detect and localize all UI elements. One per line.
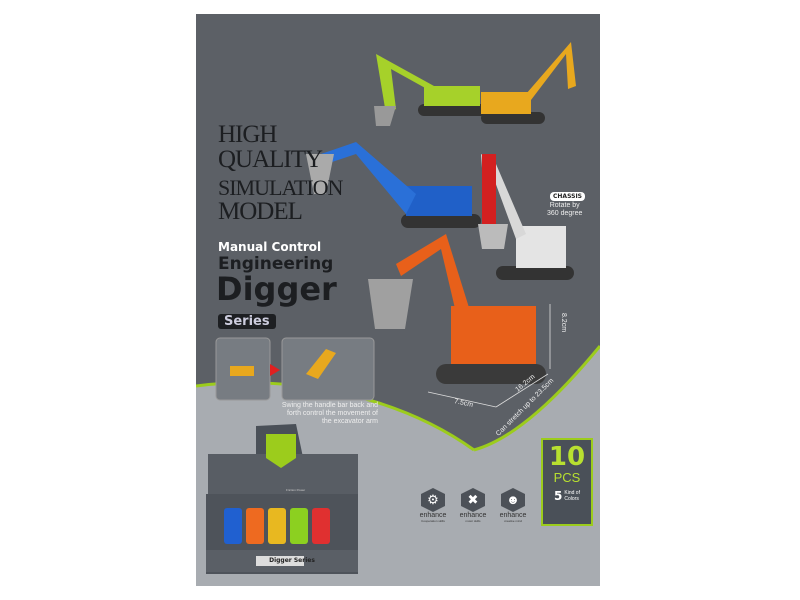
excavator-yellow	[481, 42, 576, 124]
forklift-icon: ⚙	[421, 488, 445, 512]
feature-creative: ☻ enhance creative mind	[498, 488, 528, 523]
engineering-label: Engineering	[218, 254, 334, 274]
excavator-white-red	[478, 154, 574, 280]
instruction-line-2: forth control the movement of	[286, 410, 378, 417]
series-badge: Series	[218, 314, 276, 329]
headline-simulation: SIMULATION	[218, 175, 343, 200]
feature-cooperation: ⚙ enhance Cooperation skills	[418, 488, 448, 523]
feature-title: enhance	[499, 512, 527, 519]
kinds-text-2: Colors	[564, 496, 579, 502]
chassis-badge: CHASSIS	[550, 192, 585, 201]
chassis-rotate-text: Rotate by 360 degree	[547, 202, 582, 218]
headline-high: HIGH	[218, 121, 277, 148]
chassis-text-1: Rotate by	[549, 202, 580, 209]
digger-label: Digger	[216, 270, 337, 308]
pack-unit: PCS	[553, 470, 581, 485]
headline-quality: QUALITY	[218, 146, 323, 173]
instruction-line-1: Swing the handle bar back and	[281, 402, 378, 409]
brain-gear-icon: ☻	[501, 488, 525, 512]
kinds-number: 5	[554, 489, 563, 503]
feature-subtitle: motor skills	[465, 519, 481, 523]
feature-title: enhance	[459, 512, 487, 519]
poster-background	[196, 14, 600, 574]
feature-title: enhance	[419, 512, 447, 519]
instruction-text: Swing the handle bar back and forth cont…	[254, 402, 378, 426]
chassis-text-2: 360 degree	[547, 210, 583, 217]
headline-model: MODEL	[218, 198, 303, 225]
feature-subtitle: creative mind	[504, 519, 522, 523]
feature-subtitle: Cooperation skills	[421, 519, 445, 523]
feature-motor: ✖ enhance motor skills	[458, 488, 488, 523]
display-box-caption: Friction Power	[286, 488, 306, 492]
kinds-text-1: Kind of	[564, 490, 580, 496]
excavator-green	[374, 54, 488, 126]
manual-control-label: Manual Control	[218, 240, 322, 254]
feature-list: ⚙ enhance Cooperation skills ✖ enhance m…	[418, 488, 528, 523]
excavator-orange	[368, 234, 546, 384]
excavator-blue	[306, 142, 481, 228]
pack-count: 10	[548, 442, 586, 472]
product-poster: HIGH QUALITY SIMULATION MODEL Manual Con…	[196, 14, 600, 586]
display-box-logo: Digger Series	[269, 557, 315, 564]
tools-icon: ✖	[461, 488, 485, 512]
instruction-line-3: the excavator arm	[321, 418, 378, 425]
display-box-image	[206, 424, 358, 574]
dimension-height: 8.2cm	[560, 312, 568, 333]
